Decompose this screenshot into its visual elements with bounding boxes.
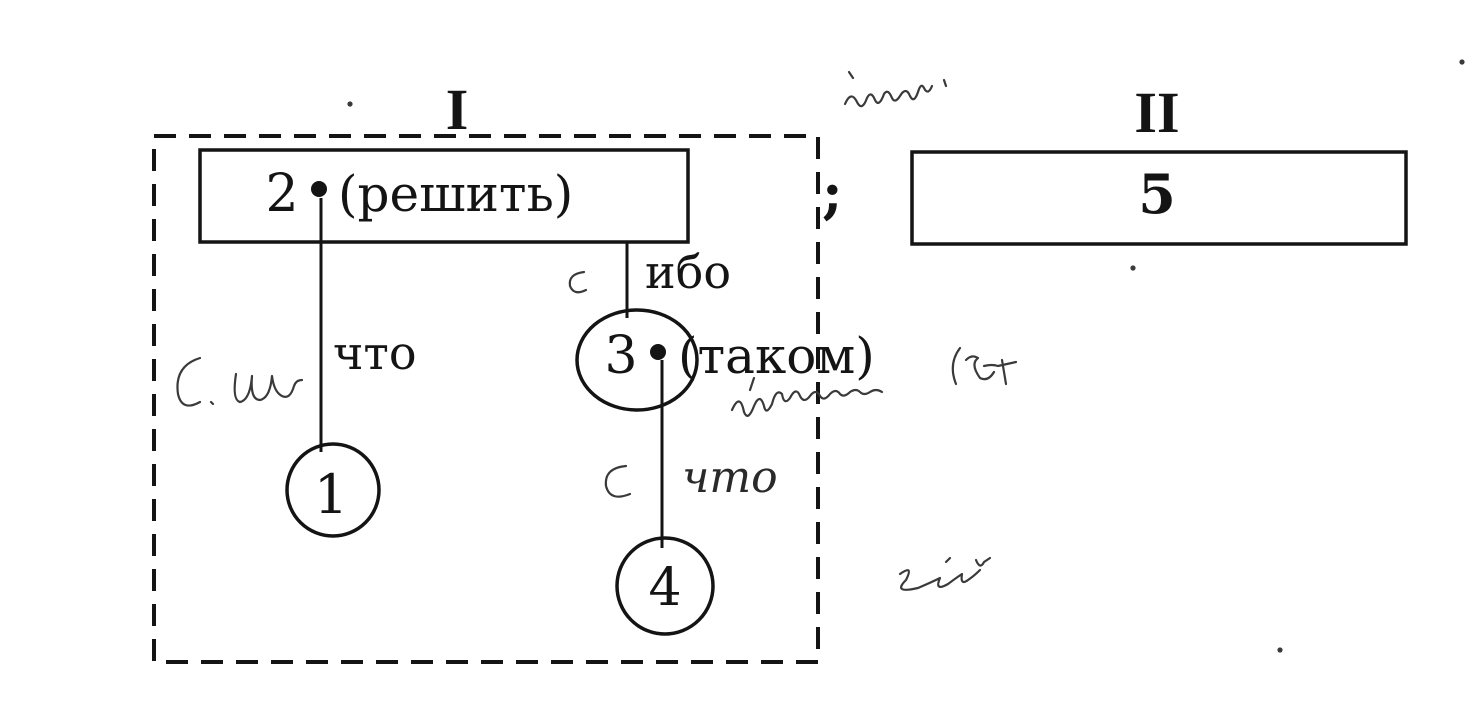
pencil-scribble-top: [843, 70, 948, 108]
leaf-node-1-number: 1: [314, 463, 348, 526]
stray-dot-1: [347, 101, 353, 107]
clause-separator: ;: [822, 160, 843, 226]
part-one: I 2 (решить) что 1 ибо 3 (таком) что 4: [152, 77, 875, 664]
conjunction-chto-label: что: [333, 326, 417, 380]
stray-dot-4: [1459, 59, 1465, 65]
main-clause-box: [198, 148, 690, 244]
pencil-scribble-left: [176, 356, 304, 407]
subordinate-node-3-dot: [650, 344, 666, 360]
part-two: II 5: [910, 80, 1408, 246]
part-one-dashed-frame: [152, 134, 820, 664]
subordinate-node-3-number: 3: [604, 326, 637, 386]
leaf-node-4-number: 4: [648, 558, 681, 618]
pencil-scribble-under-takom: [730, 376, 884, 417]
subordinate-node-3-word: (таком): [678, 327, 875, 385]
pencil-mark-c: [568, 270, 588, 294]
stray-dot-3: [1277, 647, 1283, 653]
part-two-number: 5: [1138, 162, 1176, 226]
conjunction-chto-handwritten: что: [682, 452, 778, 503]
conjunction-ibo-label: ибо: [645, 245, 731, 299]
main-clause-dot: [311, 181, 327, 197]
leaf-node-1-circle: [285, 442, 381, 538]
part-two-label: II: [1134, 80, 1179, 145]
part-two-box: [910, 150, 1408, 246]
stray-dot-2: [1130, 265, 1136, 271]
main-clause-word: (решить): [338, 165, 573, 223]
leaf-node-4-circle: [615, 536, 715, 636]
pencil-mark-c-lower: [604, 464, 632, 498]
main-clause-number: 2: [265, 164, 298, 224]
part-one-label: I: [446, 77, 469, 142]
pencil-marginalia: [176, 59, 1465, 653]
subordinate-node-3-circle: [575, 308, 699, 412]
pencil-mark-right: [951, 346, 1018, 386]
pencil-scribble-bottom-right: [898, 556, 992, 591]
